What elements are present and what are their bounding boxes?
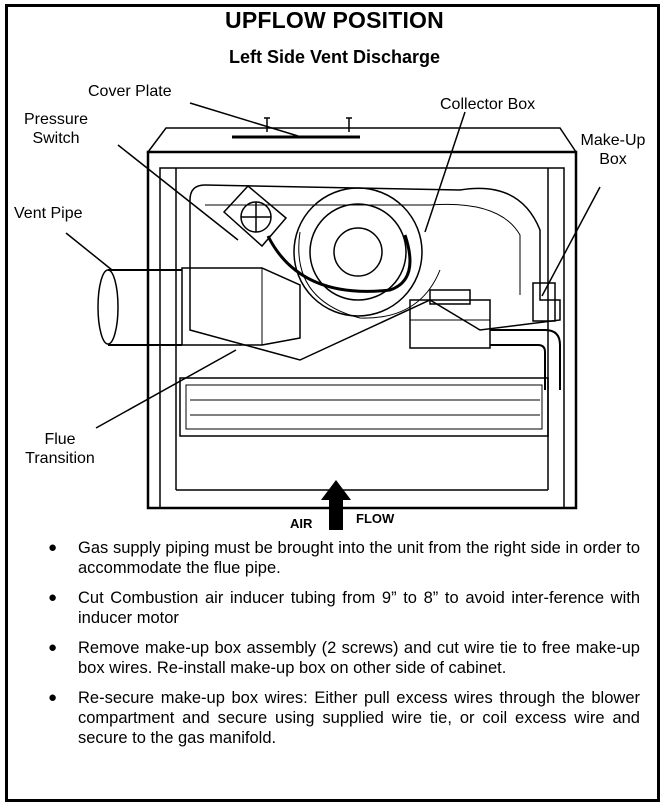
label-air: AIR bbox=[290, 516, 313, 531]
label-pressure-switch-line2: Switch bbox=[32, 130, 80, 147]
burner-assembly-drawing bbox=[179, 377, 549, 437]
label-makeup-box: Make-Up Box bbox=[573, 131, 653, 169]
label-vent-pipe: Vent Pipe bbox=[14, 205, 83, 222]
diagram-frame bbox=[5, 4, 660, 802]
cover-plate-drawing bbox=[232, 117, 360, 139]
label-pressure-switch: Pressure Switch bbox=[16, 110, 96, 148]
pressure-switch-drawing bbox=[222, 184, 288, 248]
up-arrow-icon bbox=[321, 480, 351, 530]
inducer-motor-drawing bbox=[409, 289, 491, 349]
page-subtitle: Left Side Vent Discharge bbox=[228, 47, 441, 67]
note-text: Remove make-up box assembly (2 screws) a… bbox=[78, 639, 640, 677]
blower-housing bbox=[293, 187, 423, 317]
label-pressure-switch-line1: Pressure bbox=[23, 111, 89, 128]
makeup-box-drawing bbox=[532, 282, 556, 322]
leader-lines bbox=[65, 102, 601, 429]
bullet-icon: ● bbox=[48, 539, 58, 556]
collector-box-drawing bbox=[189, 184, 561, 361]
bullet-icon: ● bbox=[48, 639, 58, 656]
list-item: ● Re-secure make-up box wires: Either pul… bbox=[40, 688, 640, 748]
list-item: ● Cut Combustion air inducer tubing from … bbox=[40, 588, 640, 628]
inducer-tubing bbox=[266, 234, 412, 293]
cabinet-inner-panel bbox=[159, 167, 565, 509]
list-item: ● Gas supply piping must be brought into … bbox=[40, 538, 640, 578]
label-collector-box: Collector Box bbox=[440, 96, 536, 113]
label-flue-transition-line1: Flue bbox=[44, 431, 76, 448]
vent-pipe-drawing bbox=[97, 269, 182, 346]
flue-transition-drawing bbox=[181, 267, 301, 346]
notes-list: ● Gas supply piping must be brought into … bbox=[40, 538, 640, 758]
note-text: Re-secure make-up box wires: Either pull… bbox=[78, 689, 640, 747]
gas-manifold bbox=[490, 329, 561, 390]
page-title: UPFLOW POSITION bbox=[225, 7, 444, 33]
label-cover-plate: Cover Plate bbox=[88, 83, 172, 100]
bullet-icon: ● bbox=[48, 589, 58, 606]
label-flue-transition-line2: Transition bbox=[25, 450, 95, 467]
label-makeup-box-line2: Box bbox=[599, 151, 627, 168]
note-text: Gas supply piping must be brought into t… bbox=[78, 539, 640, 577]
cabinet-top bbox=[146, 127, 578, 153]
list-item: ● Remove make-up box assembly (2 screws) … bbox=[40, 638, 640, 678]
label-flue-transition: Flue Transition bbox=[14, 430, 106, 468]
bullet-icon: ● bbox=[48, 689, 58, 706]
note-text: Cut Combustion air inducer tubing from 9… bbox=[78, 589, 640, 627]
label-makeup-box-line1: Make-Up bbox=[580, 132, 646, 149]
label-flow: FLOW bbox=[356, 511, 395, 526]
